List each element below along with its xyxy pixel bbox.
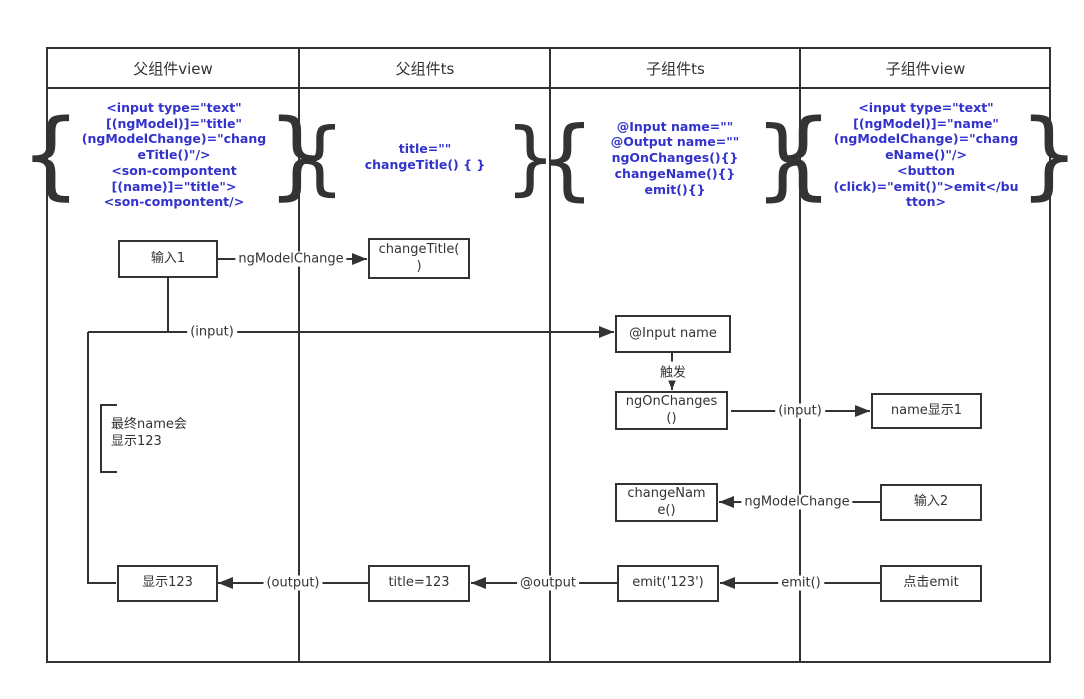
node-emit123: emit('123') <box>617 565 719 602</box>
close-brace: } <box>1019 100 1080 210</box>
node-input2: 输入2 <box>880 484 982 521</box>
close-brace: } <box>505 110 556 204</box>
code-text-child-ts: @Input name="" @Output name="" ngOnChang… <box>610 118 740 197</box>
edge-label-input-right: (input) <box>775 403 825 419</box>
code-text-parent-view: <input type="text" [(ngModel)]="title" (… <box>81 99 267 210</box>
code-text-parent-ts: title="" changeTitle() { } <box>364 141 486 172</box>
edge-label-at-output: @output <box>517 575 579 591</box>
open-brace: { <box>20 100 81 210</box>
swimlane-grid <box>46 47 1051 663</box>
open-brace: { <box>539 106 595 210</box>
edge-label-ngmodelchange-parent: ngModelChange <box>235 251 347 267</box>
code-text-child-view: <input type="text" [(ngModel)]="name" (n… <box>833 99 1019 210</box>
code-block-child-view: { <input type="text" [(ngModel)]="name" … <box>773 99 1080 211</box>
edge-label-input-long: (input) <box>187 324 237 340</box>
open-brace: { <box>772 100 833 210</box>
lane-header-parent-ts: 父组件ts <box>395 60 455 78</box>
close-brace: } <box>755 106 811 210</box>
node-input1: 输入1 <box>118 240 218 278</box>
node-at-input-name: @Input name <box>615 315 731 353</box>
node-name-display1: name显示1 <box>871 393 982 429</box>
code-block-parent-view: { <input type="text" [(ngModel)]="title"… <box>21 99 328 211</box>
node-title123: title=123 <box>368 565 470 602</box>
lane-header-child-view: 子组件view <box>885 60 966 78</box>
edge-label-ngmodelchange-child: ngModelChange <box>741 494 853 510</box>
lane-header-parent-view: 父组件view <box>133 60 213 78</box>
node-click-emit: 点击emit <box>880 565 982 602</box>
lane-header-child-ts: 子组件ts <box>646 60 705 78</box>
edge-label-trigger: 触发 <box>656 361 690 381</box>
node-ngonchanges: ngOnChanges () <box>615 391 728 430</box>
code-block-parent-ts: { title="" changeTitle() { } } <box>294 111 556 204</box>
edge-label-emit: emit() <box>778 575 824 591</box>
edge-label-output: (output) <box>263 575 323 591</box>
close-brace: } <box>267 100 328 210</box>
note-bracket <box>100 404 117 473</box>
node-changename: changeNam e() <box>615 483 718 522</box>
note-final-name: 最终name会 显示123 <box>111 417 187 449</box>
line-left-down-to-display123 <box>87 332 116 584</box>
node-changetitle: changeTitle( ) <box>368 238 470 279</box>
code-block-child-ts: { @Input name="" @Output name="" ngOnCha… <box>539 107 811 210</box>
open-brace: { <box>294 110 345 204</box>
node-display123: 显示123 <box>117 565 218 602</box>
